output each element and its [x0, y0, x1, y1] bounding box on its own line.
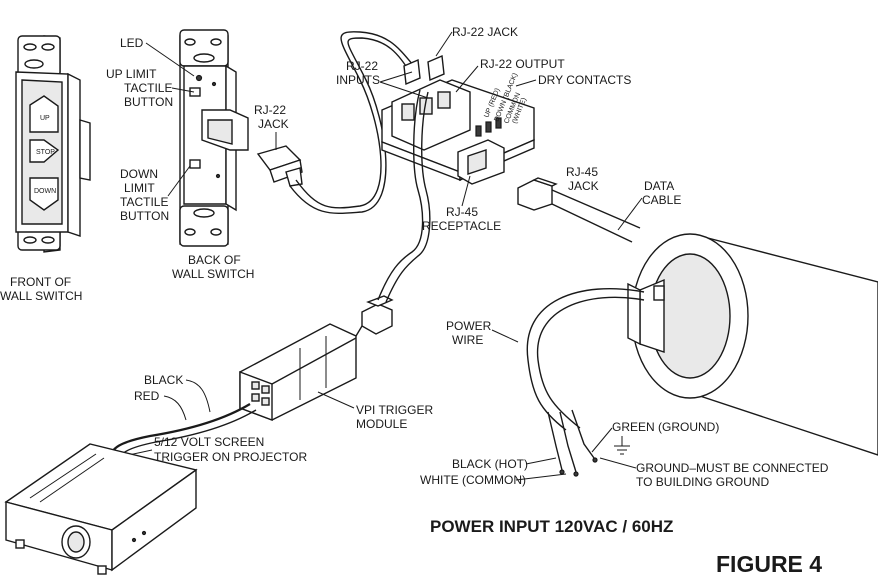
up-limit-label-1: UP LIMIT — [106, 67, 157, 81]
red-wire-label: RED — [134, 389, 160, 403]
down-limit-label-2: LIMIT — [124, 181, 155, 195]
screen-trigger-label-1: 5/12 VOLT SCREEN — [154, 435, 264, 449]
front-switch-label-2: WALL SWITCH — [0, 289, 82, 303]
dry-contacts-label: DRY CONTACTS — [538, 73, 631, 87]
black-wire-label: BLACK — [144, 373, 183, 387]
figure-title: FIGURE 4 — [716, 551, 822, 577]
dry-contact-board — [381, 54, 535, 185]
down-limit-label-1: DOWN — [120, 167, 158, 181]
back-switch-label-1: BACK OF — [188, 253, 241, 267]
led-label: LED — [120, 36, 144, 50]
wall-switch-back — [179, 29, 249, 247]
rj22-jack-left — [256, 145, 303, 187]
up-button-label: UP — [40, 115, 50, 122]
down-limit-label-4: BUTTON — [120, 209, 169, 223]
ground-note-label-1: GROUND–MUST BE CONNECTED — [636, 461, 829, 475]
green-ground-label: GREEN (GROUND) — [612, 420, 719, 434]
rj22-jack-left-label-1: RJ-22 — [254, 103, 286, 117]
vpi-trigger-label-2: MODULE — [356, 417, 407, 431]
rj45-jack-label-1: RJ-45 — [566, 165, 598, 179]
rj45-jack-label-2: JACK — [568, 179, 599, 193]
power-wire-label-2: WIRE — [452, 333, 483, 347]
front-switch-label-1: FRONT OF — [10, 275, 71, 289]
white-common-label: WHITE (COMMON) — [420, 473, 526, 487]
wall-switch-front: UP STOP DOWN — [15, 35, 91, 253]
data-cable-label-1: DATA — [644, 179, 674, 193]
down-limit-label-3: TACTILE — [120, 195, 168, 209]
power-wire-label-1: POWER — [446, 319, 492, 333]
down-button-label: DOWN — [34, 188, 56, 195]
rj22-output-label: RJ-22 OUTPUT — [480, 57, 565, 71]
motor-tube — [627, 233, 878, 456]
vpi-trigger-label-1: VPI TRIGGER — [356, 403, 433, 417]
vpi-trigger-module — [239, 295, 394, 422]
projector — [4, 443, 198, 575]
rj22-jack-top-label: RJ-22 JACK — [452, 25, 518, 39]
rj22-inputs-label-1: RJ-22 — [346, 59, 378, 73]
rj45-receptacle-label-2: RECEPTACLE — [422, 219, 501, 233]
black-hot-label: BLACK (HOT) — [452, 457, 528, 471]
up-limit-label-2: TACTILE — [124, 81, 172, 95]
stop-button-label: STOP — [36, 149, 55, 156]
up-limit-label-3: BUTTON — [124, 95, 173, 109]
rj45-receptacle-label-1: RJ-45 — [446, 205, 478, 219]
power-input-title: POWER INPUT 120VAC / 60HZ — [430, 517, 673, 536]
rj22-jack-left-label-2: JACK — [258, 117, 289, 131]
data-cable-label-2: CABLE — [642, 193, 681, 207]
screen-trigger-label-2: TRIGGER ON PROJECTOR — [154, 450, 307, 464]
ground-note-label-2: TO BUILDING GROUND — [636, 475, 769, 489]
rj45-jack — [517, 177, 558, 211]
back-switch-label-2: WALL SWITCH — [172, 267, 254, 281]
rj22-inputs-label-2: INPUTS — [336, 73, 380, 87]
